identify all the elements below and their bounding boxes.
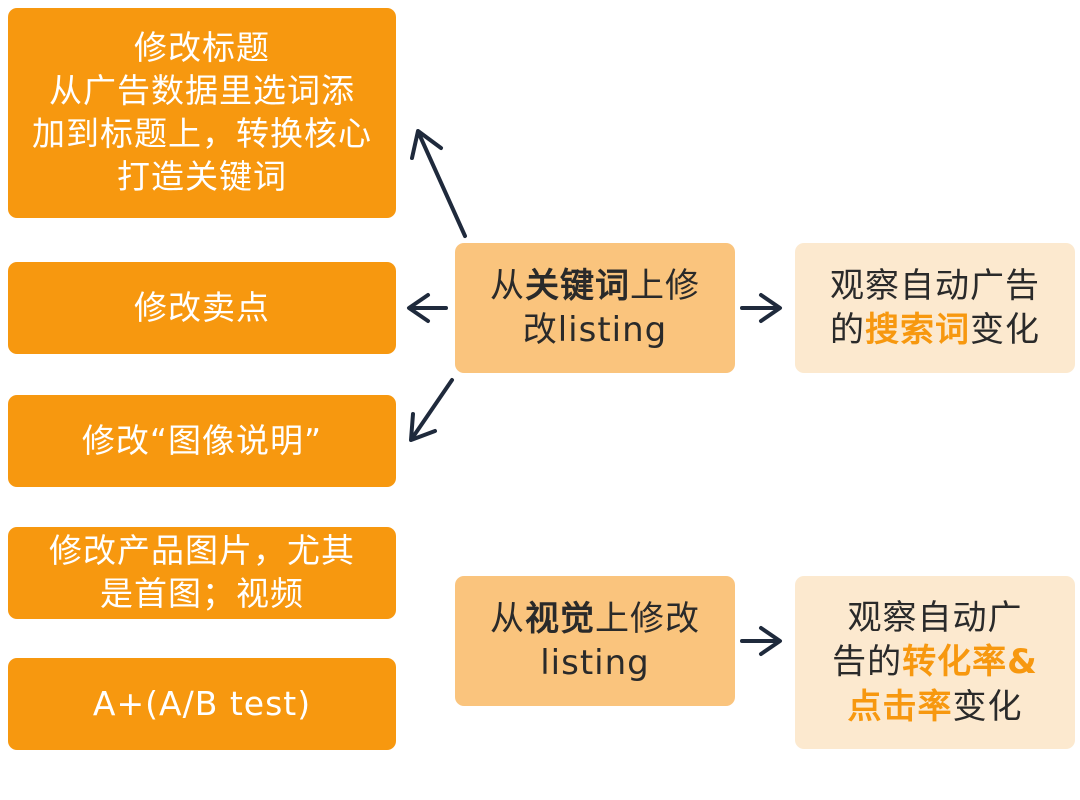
keyword-listing-line-1: 从关键词上修: [490, 264, 700, 308]
visual-listing-box: 从视觉上修改 listing: [455, 576, 735, 706]
keyword-listing-from: 从: [490, 265, 525, 306]
keyword-listing-rest: 上修: [630, 265, 700, 306]
arrowhead-selling-points: [407, 293, 430, 323]
conversion-rate-highlight: 转化率&: [902, 642, 1038, 683]
selling-points-box: 修改卖点: [8, 262, 396, 354]
arrowhead-conversion-observe: [759, 626, 782, 656]
aplus-box: A+(A/B test): [8, 658, 396, 750]
arrowhead-search-term-observe: [759, 293, 782, 323]
title-change-box: 修改标题 从广告数据里选词添 加到标题上，转换核心 打造关键词: [8, 8, 396, 218]
conversion-observe-text: 观察自动广 告的转化率& 点击率变化: [832, 596, 1038, 729]
search-term-highlight: 搜索词: [865, 310, 970, 350]
arrow-to-title-change: [418, 134, 467, 238]
product-images-line-1: 修改产品图片，尤其: [49, 531, 355, 571]
search-term-observe-box: 观察自动广告 的搜索词变化: [795, 243, 1075, 373]
visual-listing-emphasis: 视觉: [525, 598, 595, 639]
image-description-text: 修改“图像说明”: [81, 420, 323, 460]
product-images-line-2: 是首图；视频: [100, 574, 304, 613]
product-images-box: 修改产品图片，尤其 是首图；视频: [8, 527, 396, 619]
arrowhead-title-change: [410, 129, 443, 160]
conversion-observe-box: 观察自动广 告的转化率& 点击率变化: [795, 576, 1075, 749]
conversion-observe-line-3: 点击率变化: [832, 685, 1038, 729]
title-change-line-1: 修改标题: [134, 28, 270, 68]
aplus-text: A+(A/B test): [92, 683, 312, 723]
keyword-listing-text: 从关键词上修 改listing: [490, 264, 700, 352]
search-term-observe-text: 观察自动广告 的搜索词变化: [830, 264, 1040, 352]
conversion-observe-line-1: 观察自动广: [847, 598, 1023, 639]
product-images-text: 修改产品图片，尤其 是首图；视频: [49, 530, 355, 616]
conversion-observe-prefix: 告的: [832, 642, 903, 683]
keyword-listing-emphasis: 关键词: [525, 265, 630, 306]
conversion-observe-suffix: 变化: [952, 686, 1023, 727]
visual-listing-rest: 上修改: [595, 598, 700, 639]
visual-listing-from: 从: [490, 598, 525, 639]
search-term-observe-line-2: 的搜索词变化: [830, 308, 1040, 352]
title-change-line-3: 加到标题上，转换核心: [32, 114, 372, 153]
title-change-text: 修改标题 从广告数据里选词添 加到标题上，转换核心 打造关键词: [32, 27, 372, 199]
title-change-line-4: 打造关键词: [117, 156, 287, 196]
arrow-to-image-description: [411, 378, 454, 439]
click-rate-highlight: 点击率: [847, 686, 953, 727]
search-term-observe-line-1: 观察自动广告: [830, 265, 1040, 306]
image-description-box: 修改“图像说明”: [8, 395, 396, 487]
keyword-listing-line-2: 改listing: [522, 310, 668, 350]
visual-listing-line-1: 从视觉上修改: [490, 597, 700, 641]
conversion-observe-line-2: 告的转化率&: [832, 640, 1038, 684]
selling-points-text: 修改卖点: [134, 287, 270, 327]
search-term-observe-prefix: 的: [830, 310, 865, 350]
keyword-listing-box: 从关键词上修 改listing: [455, 243, 735, 373]
visual-listing-line-2: listing: [540, 643, 650, 683]
title-change-line-2: 从广告数据里选词添: [49, 71, 355, 111]
search-term-observe-suffix: 变化: [970, 310, 1040, 350]
arrowhead-image-description: [409, 412, 437, 442]
visual-listing-text: 从视觉上修改 listing: [490, 597, 700, 685]
